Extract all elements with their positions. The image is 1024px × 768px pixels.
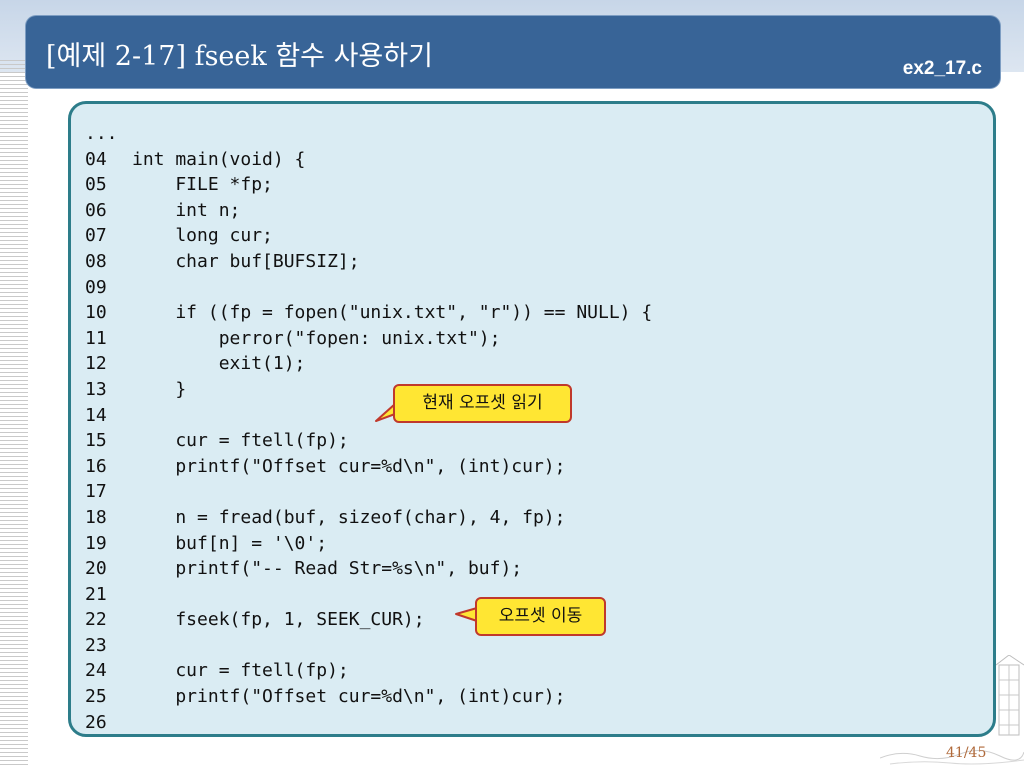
- line-code: long cur;: [132, 225, 273, 247]
- source-file-name: ex2_17.c: [902, 58, 982, 79]
- line-number: 22: [85, 609, 107, 631]
- code-line: 10 if ((fp = fopen("unix.txt", "r")) == …: [85, 300, 652, 326]
- line-number: 17: [85, 481, 107, 503]
- line-code: buf[n] = '\0';: [132, 532, 328, 554]
- line-number: 24: [85, 660, 107, 682]
- line-number: 09: [85, 276, 107, 298]
- code-line: 25 printf("Offset cur=%d\n", (int)cur);: [85, 684, 652, 710]
- building-sketch-decoration: [996, 655, 1024, 736]
- line-number: 21: [85, 583, 107, 605]
- line-number: 08: [85, 250, 107, 272]
- callout-move-offset: 오프셋 이동: [475, 597, 606, 636]
- code-line: 13 }: [85, 377, 652, 403]
- line-number: 04: [85, 148, 107, 170]
- code-listing: ... 04 int main(void) { 05 FILE *fp; 06 i…: [85, 121, 652, 735]
- code-line: 07 long cur;: [85, 223, 652, 249]
- line-code: int n;: [132, 199, 241, 221]
- code-line: 14: [85, 403, 652, 429]
- code-line: 21: [85, 582, 652, 608]
- line-number: 05: [85, 174, 107, 196]
- code-line: ...: [85, 121, 652, 147]
- line-code: }: [132, 378, 187, 400]
- code-line: 23: [85, 633, 652, 659]
- line-code: char buf[BUFSIZ];: [132, 250, 360, 272]
- line-code: cur = ftell(fp);: [132, 430, 349, 452]
- code-line: 18 n = fread(buf, sizeof(char), 4, fp);: [85, 505, 652, 531]
- code-line: 08 char buf[BUFSIZ];: [85, 249, 652, 275]
- line-code: exit(1);: [132, 353, 306, 375]
- line-number: 16: [85, 455, 107, 477]
- line-code: FILE *fp;: [132, 174, 273, 196]
- line-code: perror("fopen: unix.txt");: [132, 327, 501, 349]
- slide-title: [예제 2-17] fseek 함수 사용하기: [46, 41, 433, 72]
- line-number: 15: [85, 430, 107, 452]
- code-line: 22 fseek(fp, 1, SEEK_CUR);: [85, 607, 652, 633]
- line-number: 14: [85, 404, 107, 426]
- code-line: 17: [85, 479, 652, 505]
- line-number: 12: [85, 353, 107, 375]
- code-line: 19 buf[n] = '\0';: [85, 531, 652, 557]
- line-code: if ((fp = fopen("unix.txt", "r")) == NUL…: [132, 302, 653, 324]
- code-line: 24 cur = ftell(fp);: [85, 658, 652, 684]
- line-code: fseek(fp, 1, SEEK_CUR);: [132, 609, 425, 631]
- code-line: 05 FILE *fp;: [85, 172, 652, 198]
- line-number: 23: [85, 634, 107, 656]
- code-line: 26: [85, 710, 652, 736]
- code-line: 20 printf("-- Read Str=%s\n", buf);: [85, 556, 652, 582]
- code-line: 11 perror("fopen: unix.txt");: [85, 326, 652, 352]
- line-number: 18: [85, 506, 107, 528]
- line-number: ...: [85, 123, 118, 144]
- line-code: int main(void) {: [132, 148, 306, 170]
- line-number: 20: [85, 558, 107, 580]
- code-line: 15 cur = ftell(fp);: [85, 428, 652, 454]
- line-code: n = fread(buf, sizeof(char), 4, fp);: [132, 506, 566, 528]
- line-number: 06: [85, 199, 107, 221]
- code-line: 12 exit(1);: [85, 351, 652, 377]
- line-number: 11: [85, 327, 107, 349]
- line-code: cur = ftell(fp);: [132, 660, 349, 682]
- ground-sketch-decoration: [880, 750, 1024, 765]
- left-decorative-stripes: [0, 60, 28, 768]
- callout-read-current-offset: 현재 오프셋 읽기: [393, 384, 572, 423]
- line-number: 26: [85, 711, 107, 733]
- page-number: 41/45: [946, 745, 987, 761]
- line-number: 19: [85, 532, 107, 554]
- line-code: printf("Offset cur=%d\n", (int)cur);: [132, 455, 566, 477]
- line-code: printf("Offset cur=%d\n", (int)cur);: [132, 686, 566, 708]
- code-line: 06 int n;: [85, 198, 652, 224]
- code-line: 16 printf("Offset cur=%d\n", (int)cur);: [85, 454, 652, 480]
- title-bar: [예제 2-17] fseek 함수 사용하기 ex2_17.c: [26, 16, 1000, 88]
- line-number: 25: [85, 686, 107, 708]
- line-number: 07: [85, 225, 107, 247]
- line-number: 10: [85, 302, 107, 324]
- line-code: printf("-- Read Str=%s\n", buf);: [132, 558, 523, 580]
- line-number: 13: [85, 378, 107, 400]
- code-line: 09: [85, 275, 652, 301]
- code-line: 04 int main(void) {: [85, 147, 652, 173]
